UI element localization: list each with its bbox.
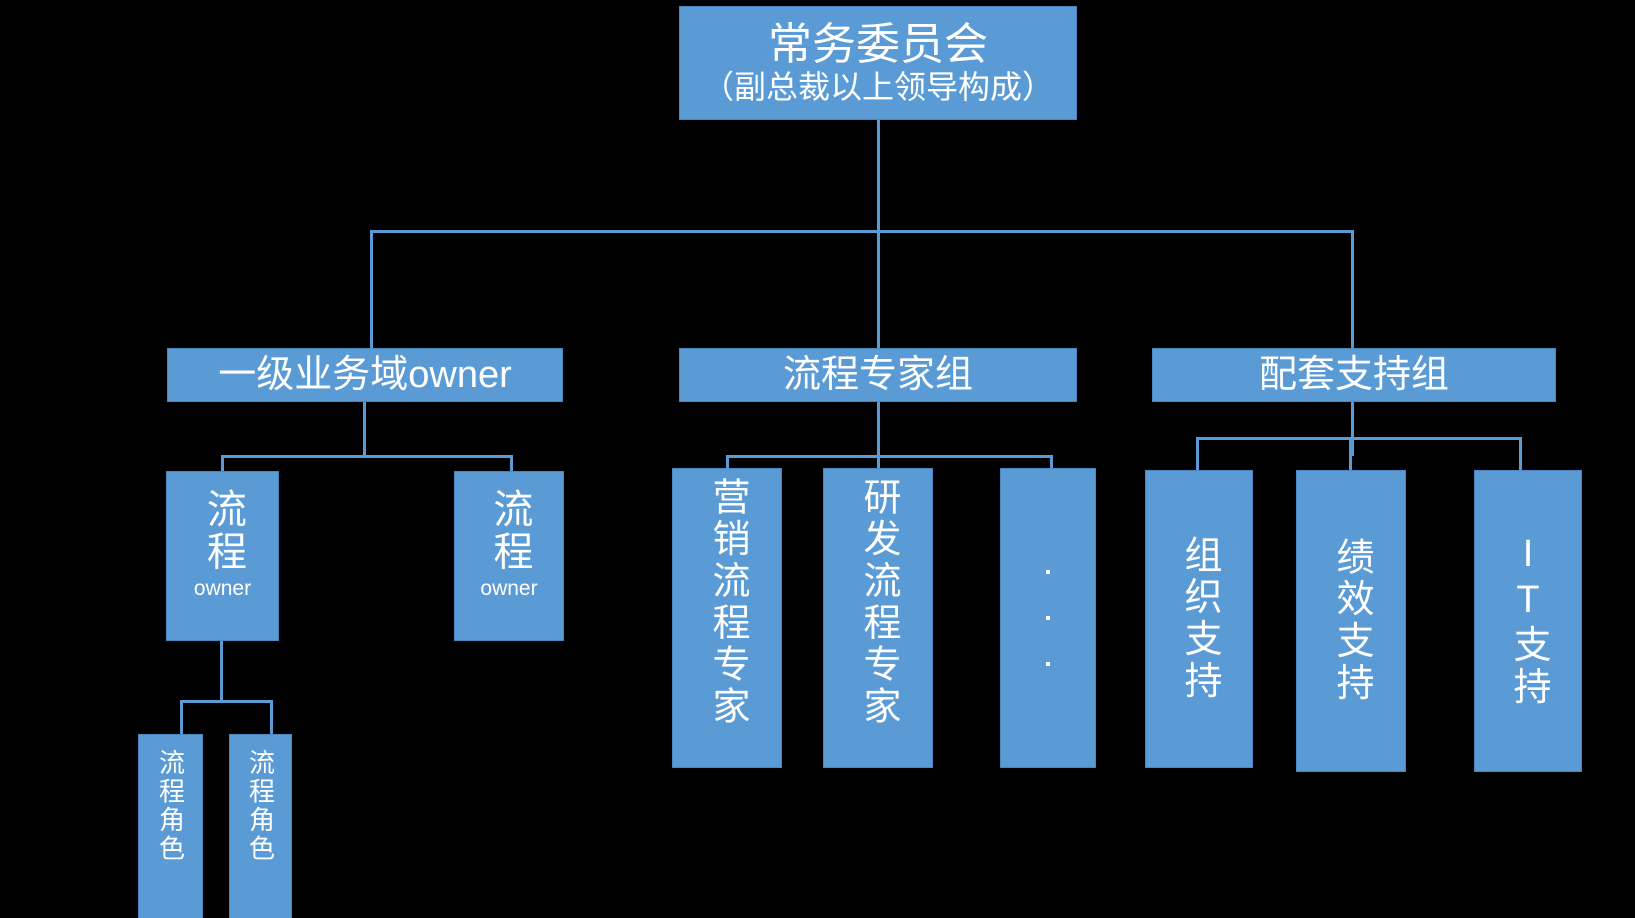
connector-expert-child-3	[1050, 455, 1053, 469]
connector-owner-child-2	[270, 700, 273, 736]
node-process-role-2[interactable]: 流程角色	[229, 734, 292, 918]
connector-support-child-3	[1519, 437, 1522, 470]
node-root-subtitle: （副总裁以上领导构成）	[701, 68, 1054, 105]
connector-expert-child-2	[877, 455, 880, 469]
connector-domain-child-2	[510, 455, 513, 473]
connector-expert-stem	[877, 402, 880, 456]
connector-owner-child-1	[180, 700, 183, 736]
node-process-owner-2-title: 流程	[487, 488, 532, 573]
ellipsis-dot-3	[1046, 662, 1050, 666]
node-support-organization-label: 组织支持	[1178, 535, 1220, 703]
connector-root-stem	[877, 120, 880, 233]
node-process-role-1[interactable]: 流程角色	[138, 734, 203, 918]
connector-to-support-group	[1351, 230, 1354, 348]
connector-expert-bus	[726, 455, 1053, 458]
connector-domain-stem	[363, 402, 366, 456]
node-process-owner-1-title: 流程	[200, 488, 245, 573]
node-process-owner-2[interactable]: 流程 owner	[454, 471, 564, 641]
node-level2-domain-owner-label: 一级业务域owner	[218, 353, 512, 396]
node-root-title: 常务委员会	[768, 20, 988, 70]
connector-support-bus	[1196, 437, 1522, 440]
connector-to-domain-owner-group	[370, 230, 373, 348]
connector-owner-bus	[180, 700, 273, 703]
connector-domain-child-1	[221, 455, 224, 473]
node-level2-support-group[interactable]: 配套支持组	[1152, 348, 1556, 402]
connector-level2-bus	[370, 230, 1354, 233]
node-support-it-label: IT支持	[1507, 533, 1549, 709]
node-process-owner-1[interactable]: 流程 owner	[166, 471, 279, 641]
node-process-role-1-label: 流程角色	[155, 749, 186, 864]
node-expert-rnd[interactable]: 研发流程专家	[823, 468, 933, 768]
node-process-owner-2-subtitle: owner	[480, 576, 538, 600]
connector-expert-child-1	[726, 455, 729, 469]
node-support-it[interactable]: IT支持	[1474, 470, 1582, 772]
node-support-performance-label: 绩效支持	[1330, 537, 1372, 705]
node-support-organization[interactable]: 组织支持	[1145, 470, 1253, 768]
connector-owner-stem	[220, 640, 223, 702]
node-level2-support-group-label: 配套支持组	[1258, 353, 1449, 396]
connector-domain-bus	[221, 455, 513, 458]
node-level2-process-expert-group-label: 流程专家组	[782, 353, 973, 396]
connector-to-expert-group	[877, 230, 880, 348]
ellipsis-dot-2	[1046, 616, 1050, 620]
node-expert-marketing-label: 营销流程专家	[706, 477, 748, 728]
node-expert-rnd-label: 研发流程专家	[857, 477, 899, 728]
node-support-performance[interactable]: 绩效支持	[1296, 470, 1406, 772]
node-root-standing-committee[interactable]: 常务委员会 （副总裁以上领导构成）	[679, 6, 1077, 120]
ellipsis-dot-1	[1046, 570, 1050, 574]
connector-support-child-1	[1196, 437, 1199, 470]
connector-support-stem	[1351, 402, 1354, 456]
node-process-role-2-label: 流程角色	[245, 749, 276, 864]
connector-support-child-2	[1349, 437, 1352, 470]
node-level2-domain-owner[interactable]: 一级业务域owner	[167, 348, 563, 402]
node-process-owner-1-subtitle: owner	[193, 576, 252, 600]
node-expert-marketing[interactable]: 营销流程专家	[672, 468, 782, 768]
node-expert-more-ellipsis[interactable]	[1000, 468, 1096, 768]
node-level2-process-expert-group[interactable]: 流程专家组	[679, 348, 1077, 402]
